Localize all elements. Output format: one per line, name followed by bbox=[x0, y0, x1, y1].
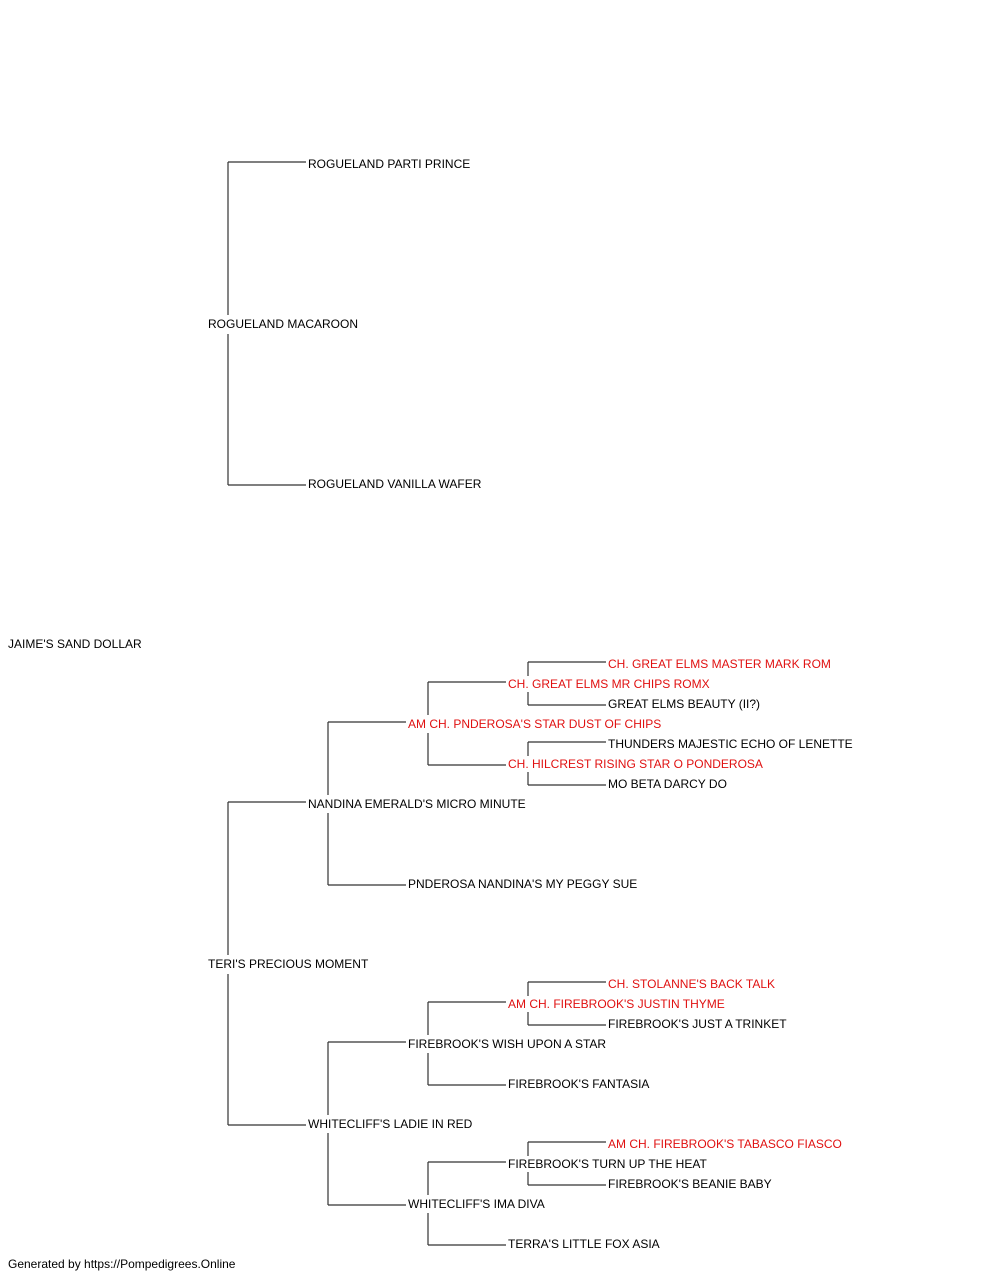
sire: ROGUELAND MACAROON bbox=[207, 317, 360, 331]
sire-sire: ROGUELAND PARTI PRINCE bbox=[307, 157, 472, 171]
dam-sire-sire-sire-dam: GREAT ELMS BEAUTY (II?) bbox=[607, 697, 762, 711]
dam-sire-sire-sire-sire: CH. GREAT ELMS MASTER MARK ROM bbox=[607, 657, 832, 671]
dam-sire-sire-dam: CH. HILCREST RISING STAR O PONDEROSA bbox=[507, 757, 764, 771]
subject-dog: JAIME'S SAND DOLLAR bbox=[7, 637, 143, 651]
dam-dam-dam: WHITECLIFF'S IMA DIVA bbox=[407, 1197, 546, 1211]
dam-dam-sire-sire-dam: FIREBROOK'S JUST A TRINKET bbox=[607, 1017, 788, 1031]
dam-dam-sire-sire-sire: CH. STOLANNE'S BACK TALK bbox=[607, 977, 777, 991]
dam: TERI'S PRECIOUS MOMENT bbox=[207, 957, 370, 971]
dam-sire-sire-sire: CH. GREAT ELMS MR CHIPS ROMX bbox=[507, 677, 711, 691]
dam-sire-sire-dam-dam: MO BETA DARCY DO bbox=[607, 777, 728, 791]
sire-dam: ROGUELAND VANILLA WAFER bbox=[307, 477, 483, 491]
dam-dam-sire: FIREBROOK'S WISH UPON A STAR bbox=[407, 1037, 608, 1051]
dam-sire-dam: PNDEROSA NANDINA'S MY PEGGY SUE bbox=[407, 877, 639, 891]
dam-dam-dam-dam: TERRA'S LITTLE FOX ASIA bbox=[507, 1237, 661, 1251]
dam-dam-dam-sire-dam: FIREBROOK'S BEANIE BABY bbox=[607, 1177, 773, 1191]
dam-sire-sire: AM CH. PNDEROSA'S STAR DUST OF CHIPS bbox=[407, 717, 663, 731]
dam-dam-sire-dam: FIREBROOK'S FANTASIA bbox=[507, 1077, 651, 1091]
dam-dam-dam-sire: FIREBROOK'S TURN UP THE HEAT bbox=[507, 1157, 708, 1171]
dam-dam: WHITECLIFF'S LADIE IN RED bbox=[307, 1117, 474, 1131]
dam-dam-sire-sire: AM CH. FIREBROOK'S JUSTIN THYME bbox=[507, 997, 726, 1011]
dam-sire: NANDINA EMERALD'S MICRO MINUTE bbox=[307, 797, 527, 811]
dam-dam-dam-sire-sire: AM CH. FIREBROOK'S TABASCO FIASCO bbox=[607, 1137, 843, 1151]
generated-by-footer: Generated by https://Pompedigrees.Online bbox=[8, 1257, 236, 1271]
dam-sire-sire-dam-sire: THUNDERS MAJESTIC ECHO OF LENETTE bbox=[607, 737, 854, 751]
